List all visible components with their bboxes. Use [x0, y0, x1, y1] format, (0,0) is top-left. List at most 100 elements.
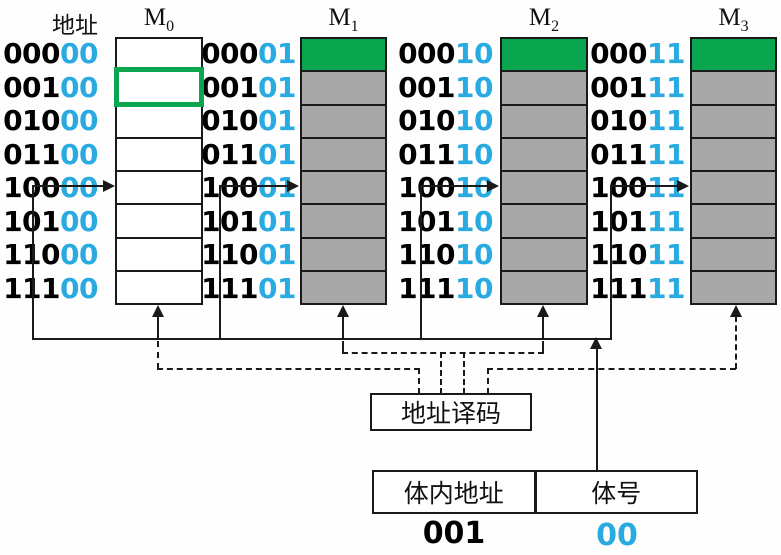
bank-label-m2: M2: [500, 3, 588, 35]
bank-subscript: 2: [551, 18, 560, 35]
address-prefix: 001: [3, 70, 61, 104]
memory-cell: [117, 203, 201, 237]
address-column-label: 地址: [52, 13, 98, 38]
address-low-bits: 10: [455, 204, 493, 238]
memory-cell: [302, 203, 385, 237]
bank-address-arrow-m1: [342, 315, 344, 340]
address-low-bits: 11: [647, 70, 685, 104]
memory-cell: [302, 136, 385, 170]
bank-select-line-m2: [420, 185, 488, 187]
decoder-dashed-stub-4: [487, 368, 489, 394]
address-low-bits: 10: [455, 70, 493, 104]
memory-cell: [117, 39, 201, 71]
address-low-bits: 11: [647, 271, 685, 305]
memory-cell: [502, 170, 586, 204]
bank-label-m0: M0: [115, 3, 203, 35]
decoder-dashed-run-left: [157, 368, 420, 370]
address-prefix: 010: [201, 104, 259, 138]
decoder-dashed-run-right: [487, 368, 736, 370]
bank-select-riser-m2: [420, 185, 422, 340]
memory-cell: [117, 136, 201, 170]
address-prefix: 111: [590, 271, 648, 305]
bank-number-cell: 体号: [537, 472, 697, 512]
address-prefix: 011: [201, 137, 259, 171]
memory-cell: [502, 236, 586, 270]
address-prefix: 011: [398, 137, 456, 171]
address-prefix: 101: [398, 204, 456, 238]
address-prefix: 100: [590, 171, 648, 205]
memory-cell: [302, 103, 385, 137]
address-prefix: 100: [3, 171, 61, 205]
memory-cell: [502, 269, 586, 303]
address-low-bits: 00: [60, 37, 98, 71]
memory-bank-m0: [114, 37, 204, 305]
address-low-bits: 11: [647, 137, 685, 171]
address-low-bits: 11: [647, 204, 685, 238]
bank-select-line-m3: [610, 185, 678, 187]
address-low-bits: 11: [647, 104, 685, 138]
address-prefix: 100: [398, 171, 456, 205]
address-low-bits: 01: [258, 271, 296, 305]
decoder-dashed-stub-1: [418, 368, 420, 394]
bank-number-arrow: [596, 348, 598, 470]
address-low-bits: 10: [455, 37, 493, 71]
memory-bank-m2: [500, 37, 588, 305]
memory-cell: [502, 203, 586, 237]
memory-cell: [502, 70, 586, 104]
bank-address-arrow-m3-dashed: [735, 316, 737, 369]
decoder-dashed-run-mid: [342, 352, 544, 354]
decoder-dashed-stub-2: [440, 352, 442, 394]
address-prefix: 010: [3, 104, 61, 138]
up-arrowhead-icon: [152, 305, 164, 317]
address-prefix: 110: [398, 238, 456, 272]
address-decoder-label: 地址译码: [400, 401, 501, 428]
decoder-dashed-drop-m2: [542, 341, 544, 353]
address-low-bits: 00: [60, 238, 98, 272]
memory-bank-m1: [300, 37, 387, 305]
address-prefix: 010: [590, 104, 648, 138]
decoder-dashed-drop-m1: [342, 341, 344, 353]
address-low-bits: 00: [60, 137, 98, 171]
address-prefix: 001: [398, 70, 456, 104]
address-low-bits: 10: [455, 104, 493, 138]
address-prefix: 100: [201, 171, 259, 205]
address-prefix: 000: [201, 37, 259, 71]
memory-cell: [692, 203, 775, 237]
bank-select-rail-line: [32, 338, 612, 340]
address-prefix: 101: [201, 204, 259, 238]
address-low-bits: 11: [647, 238, 685, 272]
memory-cell: [502, 103, 586, 137]
bank-subscript: 1: [350, 18, 359, 35]
memory-cell: [692, 70, 775, 104]
address-low-bits: 01: [258, 238, 296, 272]
address-prefix: 101: [590, 204, 648, 238]
memory-cell: [117, 236, 201, 270]
bank-select-riser-m3: [610, 185, 612, 340]
memory-cell: [117, 170, 201, 204]
memory-cell: [302, 70, 385, 104]
bank-letter: M: [328, 4, 351, 31]
memory-cell: [302, 269, 385, 303]
right-arrowhead-icon: [677, 180, 689, 192]
memory-cell: [502, 39, 586, 71]
address-low-bits: 00: [60, 70, 98, 104]
address-prefix: 111: [3, 271, 61, 305]
